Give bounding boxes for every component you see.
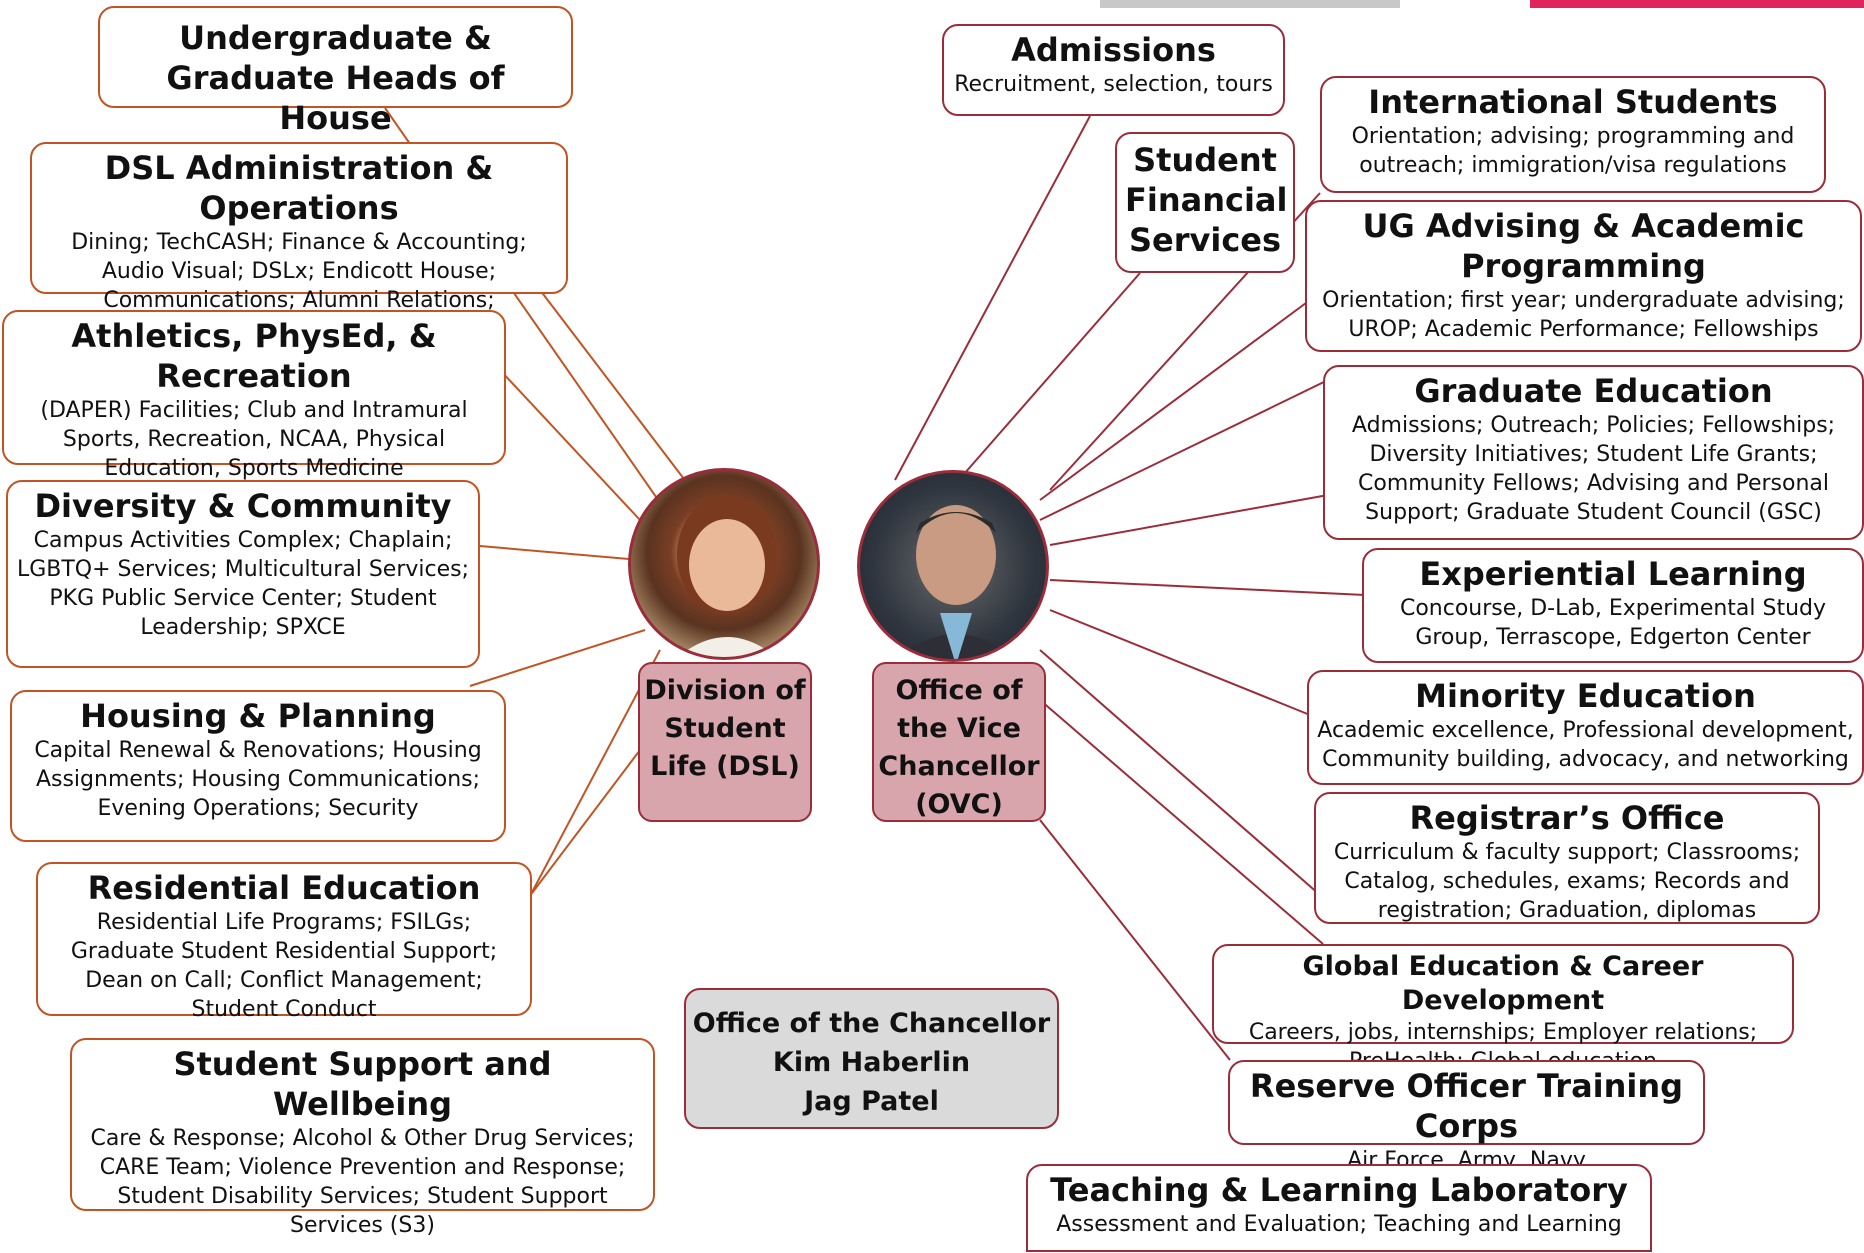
unit-ug-advising: UG Advising & Academic Programming Orien… xyxy=(1305,200,1862,352)
unit-graduate-education: Graduate Education Admissions; Outreach;… xyxy=(1323,365,1864,540)
connector-minority xyxy=(1049,609,1311,716)
unit-description: (DAPER) Facilities; Club and Intramural … xyxy=(40,398,468,481)
ovc-label-text: Office of the Vice Chancellor (OVC) xyxy=(878,675,1040,820)
unit-rotc: Reserve Officer Training Corps Air Force… xyxy=(1228,1060,1705,1173)
unit-title: Residential Education xyxy=(87,869,481,907)
unit-description: Campus Activities Complex; Chaplain; LGB… xyxy=(16,528,470,640)
unit-heads-of-house: Undergraduate & Graduate Heads of House xyxy=(98,6,573,137)
unit-description: Admissions; Outreach; Policies; Fellowsh… xyxy=(1351,413,1836,525)
unit-title: Athletics, PhysEd, & Recreation xyxy=(71,317,437,395)
connector-sfs xyxy=(949,272,1141,491)
unit-description: Curriculum & faculty support; Classrooms… xyxy=(1333,840,1801,923)
unit-description: Residential Life Programs; FSILGs; Gradu… xyxy=(70,910,498,1022)
connector-experiential xyxy=(1049,579,1366,596)
connector-athletics xyxy=(499,369,641,521)
connector-registrar xyxy=(1039,649,1321,896)
unit-title: Diversity & Community xyxy=(34,487,452,525)
dsl-leader-photo xyxy=(628,468,820,660)
unit-minority-education: Minority Education Academic excellence, … xyxy=(1307,670,1864,785)
connector-grad-ed-2 xyxy=(1049,494,1329,546)
unit-description: Recruitment, selection, tours xyxy=(954,72,1273,97)
chancellor-name-1: Kim Haberlin xyxy=(772,1047,971,1078)
unit-description: Academic excellence, Professional develo… xyxy=(1317,718,1854,772)
unit-diversity-community: Diversity & Community Campus Activities … xyxy=(6,480,480,668)
unit-experiential-learning: Experiential Learning Concourse, D-Lab, … xyxy=(1362,548,1864,663)
unit-title: International Students xyxy=(1368,83,1778,121)
dsl-leader-silhouette-icon xyxy=(677,495,777,657)
unit-teaching-learning-lab: Teaching & Learning Laboratory Assessmen… xyxy=(1026,1164,1652,1252)
unit-description: Capital Renewal & Renovations; Housing A… xyxy=(34,738,482,821)
unit-description: Orientation; advising; programming and o… xyxy=(1351,124,1795,178)
unit-description: Concourse, D-Lab, Experimental Study Gro… xyxy=(1399,596,1827,650)
unit-title: UG Advising & Academic Programming xyxy=(1362,207,1805,285)
unit-description: Care & Response; Alcohol & Other Drug Se… xyxy=(90,1126,635,1238)
unit-title: Reserve Officer Training Corps xyxy=(1249,1067,1684,1145)
unit-global-education: Global Education & Career Development Ca… xyxy=(1212,944,1794,1074)
unit-housing-planning: Housing & Planning Capital Renewal & Ren… xyxy=(10,690,506,842)
unit-description: Assessment and Evaluation; Teaching and … xyxy=(1056,1212,1622,1237)
connector-admissions xyxy=(894,115,1091,481)
ovc-leader-silhouette-icon xyxy=(896,505,1016,659)
chancellor-name-2: Jag Patel xyxy=(804,1086,939,1117)
connector-rotc xyxy=(1039,819,1231,1061)
unit-title: DSL Administration & Operations xyxy=(104,149,494,227)
chancellor-title: Office of the Chancellor xyxy=(692,1008,1051,1039)
unit-title: Experiential Learning xyxy=(1419,555,1807,593)
connector-global-ed xyxy=(1039,699,1324,945)
unit-registrars-office: Registrar’s Office Curriculum & faculty … xyxy=(1314,792,1820,924)
unit-international-students: International Students Orientation; advi… xyxy=(1320,76,1826,193)
ovc-leader-photo xyxy=(857,470,1049,662)
top-decoration-gray xyxy=(1100,0,1400,8)
unit-title: Undergraduate & Graduate Heads of House xyxy=(166,19,505,137)
unit-student-support-wellbeing: Student Support and Wellbeing Care & Res… xyxy=(70,1038,655,1238)
dsl-label-text: Division of Student Life (DSL) xyxy=(644,675,806,782)
unit-title: Housing & Planning xyxy=(80,697,436,735)
top-decoration-pink xyxy=(1530,0,1864,8)
dsl-label: Division of Student Life (DSL) xyxy=(638,662,812,822)
unit-dsl-administration: DSL Administration & Operations Dining; … xyxy=(30,142,568,342)
connector-dsl-admin xyxy=(539,289,701,501)
unit-title: Admissions xyxy=(1011,31,1216,69)
unit-title: Student Support and Wellbeing xyxy=(173,1045,552,1123)
unit-title: Registrar’s Office xyxy=(1409,799,1725,837)
connector-grad-ed xyxy=(1039,379,1329,521)
unit-title: Global Education & Career Development xyxy=(1302,951,1704,1016)
unit-residential-education: Residential Education Residential Life P… xyxy=(36,862,532,1022)
connector-diversity xyxy=(479,545,641,561)
unit-title: Teaching & Learning Laboratory xyxy=(1050,1171,1628,1209)
unit-student-financial-services: Student Financial Services xyxy=(1115,132,1295,273)
unit-athletics: Athletics, PhysEd, & Recreation (DAPER) … xyxy=(2,310,506,481)
office-of-the-chancellor: Office of the Chancellor Kim Haberlin Ja… xyxy=(684,988,1059,1129)
unit-title: Minority Education xyxy=(1415,677,1756,715)
unit-description: Orientation; first year; undergraduate a… xyxy=(1322,288,1845,342)
unit-title: Student Financial Services xyxy=(1125,141,1288,259)
connector-ug-advising xyxy=(1039,299,1311,501)
ovc-label: Office of the Vice Chancellor (OVC) xyxy=(872,662,1046,822)
unit-admissions: Admissions Recruitment, selection, tours xyxy=(942,24,1285,116)
connector-housing xyxy=(469,629,646,687)
unit-title: Graduate Education xyxy=(1414,372,1773,410)
